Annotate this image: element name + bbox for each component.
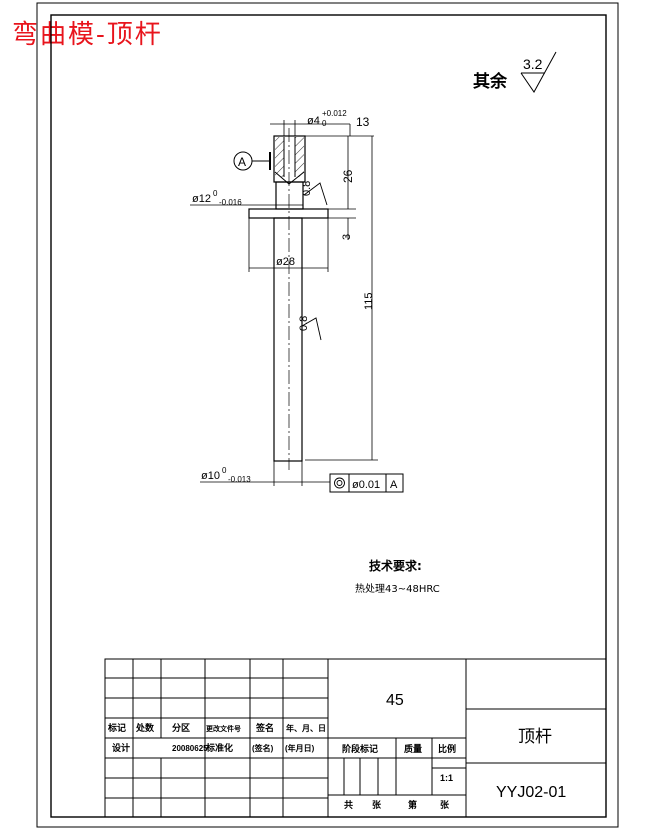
r-date-paren: (年月日) [285, 743, 315, 753]
drawing-number: YYJ02-01 [496, 784, 566, 801]
part-flange [248, 208, 329, 219]
bore-tol-upper: +0.012 [322, 109, 347, 118]
datum-a: A [233, 151, 271, 171]
scale-value: 1:1 [440, 773, 453, 783]
roughness-head-value: 0.8 [301, 181, 313, 196]
f-total: 共 [344, 799, 353, 810]
r-design: 设计 [112, 742, 130, 753]
h-count: 处数 [135, 722, 155, 733]
h-weight: 质量 [404, 743, 422, 754]
f-sheet-no: 第 [408, 799, 417, 810]
bore-dia: ø4 [307, 115, 320, 127]
shaft-tol-lower: -0.013 [228, 475, 251, 484]
datum-label: A [238, 155, 246, 169]
bore-section [274, 137, 305, 185]
roughness-rest-label: 其余 [473, 71, 508, 92]
h-date: 年、月、日 [286, 723, 326, 733]
roughness-head: 0.8 [301, 181, 328, 206]
concentricity-icon [334, 477, 345, 489]
roughness-shaft-value: 0.8 [298, 316, 310, 331]
shaft-dia: ø10 [201, 470, 220, 482]
outer-frame [36, 2, 619, 828]
h-stage-mark: 阶段标记 [342, 743, 378, 754]
gdt-datum: A [390, 479, 398, 491]
h-change-doc: 更改文件号 [206, 724, 241, 733]
neck-tol-upper: 0 [213, 189, 218, 198]
neck-dia: ø12 [192, 193, 211, 205]
f-sheets1: 张 [372, 799, 382, 810]
gdt-frame: ø0.01 A [310, 473, 404, 493]
r-design-date: 20080625 [172, 744, 208, 753]
gdt-box [329, 473, 404, 493]
roughness-symbol-icon [520, 51, 557, 93]
dim-bore [270, 120, 351, 136]
roughness-symbol-icon [303, 182, 328, 206]
roughness-shaft: 0.8 [298, 316, 322, 341]
h-scale: 比例 [438, 743, 456, 754]
general-roughness: 其余 3.2 [473, 51, 557, 93]
shaft-tol-upper: 0 [222, 466, 227, 475]
part-shaft [273, 217, 303, 462]
bore-depth: 13 [356, 115, 370, 129]
f-sheets2: 张 [440, 799, 450, 810]
tech-req-item1: 热处理43~48HRC [355, 582, 440, 595]
material: 45 [386, 692, 404, 709]
total-length: 115 [363, 292, 375, 310]
h-sign: 签名 [255, 722, 274, 733]
part-name: 顶杆 [518, 727, 552, 746]
part-outline [248, 135, 329, 462]
hatch-right [295, 137, 304, 177]
gdt-value: ø0.01 [352, 479, 380, 491]
roughness-value: 3.2 [523, 56, 543, 72]
bore-tol-lower: 0 [322, 119, 327, 128]
neck-tol-lower: -0.016 [219, 198, 242, 207]
r-standard: 标准化 [205, 742, 233, 753]
h-mark: 标记 [107, 722, 126, 733]
roughness-symbol-icon [301, 317, 322, 341]
concentricity-icon-inner [336, 480, 343, 486]
h-zone: 分区 [172, 722, 190, 733]
head-length: 26 [341, 169, 355, 183]
flange-dia: ø28 [276, 256, 295, 268]
title-block-text: 标记 处数 分区 更改文件号 签名 年、月、日 设计 20080625 标准化 … [107, 692, 566, 810]
hatch-left [275, 137, 284, 177]
flange-thickness: 3 [341, 234, 353, 240]
tech-req-title: 技术要求: [369, 558, 422, 573]
title-block [104, 658, 607, 818]
r-sign-paren: (签名) [252, 743, 274, 753]
